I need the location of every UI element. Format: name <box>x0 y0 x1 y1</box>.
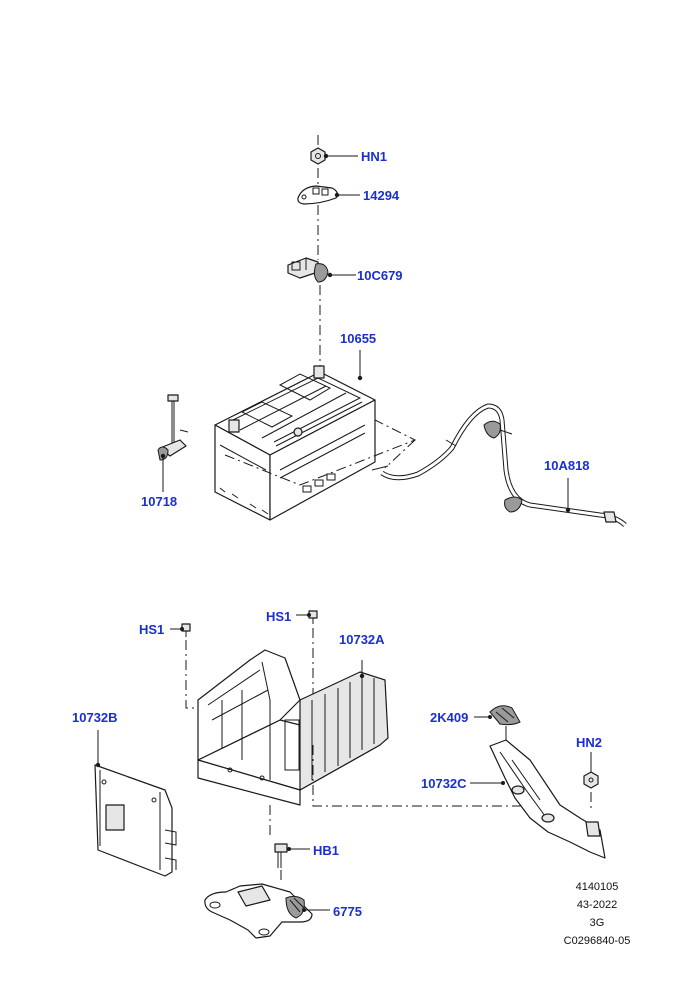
battery-cable-10a818-icon <box>371 403 627 527</box>
callout-2k409: 2K409 <box>430 710 468 725</box>
callout-hs1-left: HS1 <box>139 622 164 637</box>
callout-10655: 10655 <box>340 331 376 346</box>
centerline-battery-clamp <box>317 135 321 372</box>
callout-10c679: 10C679 <box>357 268 403 283</box>
bracket-10732c-icon <box>489 726 606 859</box>
reference-block: 4140105 43-2022 3G C0296840-05 <box>564 881 631 947</box>
nut-hn1-icon <box>310 147 326 165</box>
callout-14294: 14294 <box>363 188 400 203</box>
callout-10a818: 10A818 <box>544 458 590 473</box>
screw-hs1-right-icon <box>308 610 318 624</box>
callout-hb1: HB1 <box>313 843 339 858</box>
ref-line-3: 3G <box>590 917 605 929</box>
callout-10718: 10718 <box>141 494 177 509</box>
cap-2k409-icon <box>489 705 521 726</box>
battery-projection <box>224 419 417 486</box>
callout-10732a: 10732A <box>339 632 385 647</box>
ref-line-2: 43-2022 <box>577 899 617 911</box>
callout-hs1-right: HS1 <box>266 609 291 624</box>
side-panel-10732b-icon <box>94 764 177 877</box>
callout-6775: 6775 <box>333 904 362 919</box>
callout-10732b: 10732B <box>72 710 118 725</box>
battery-10655-icon <box>214 365 376 521</box>
callout-hn1: HN1 <box>361 149 387 164</box>
ground-strap-10718-icon <box>157 394 189 461</box>
nut-hn2-icon <box>583 771 599 789</box>
bracket-14294-icon <box>297 185 338 205</box>
bolt-hb1-icon <box>274 843 288 868</box>
mount-bracket-6775-icon <box>204 883 313 939</box>
callout-hn2: HN2 <box>576 735 602 750</box>
terminal-clamp-10c679-icon <box>287 257 329 283</box>
battery-tray-10732a-icon <box>197 649 389 806</box>
callout-10732c: 10732C <box>421 776 467 791</box>
ref-line-4: C0296840-05 <box>564 935 631 947</box>
centerline-tray-bracket <box>312 745 535 807</box>
centerline-hb1 <box>269 805 282 884</box>
ref-line-1: 4140105 <box>576 881 619 893</box>
